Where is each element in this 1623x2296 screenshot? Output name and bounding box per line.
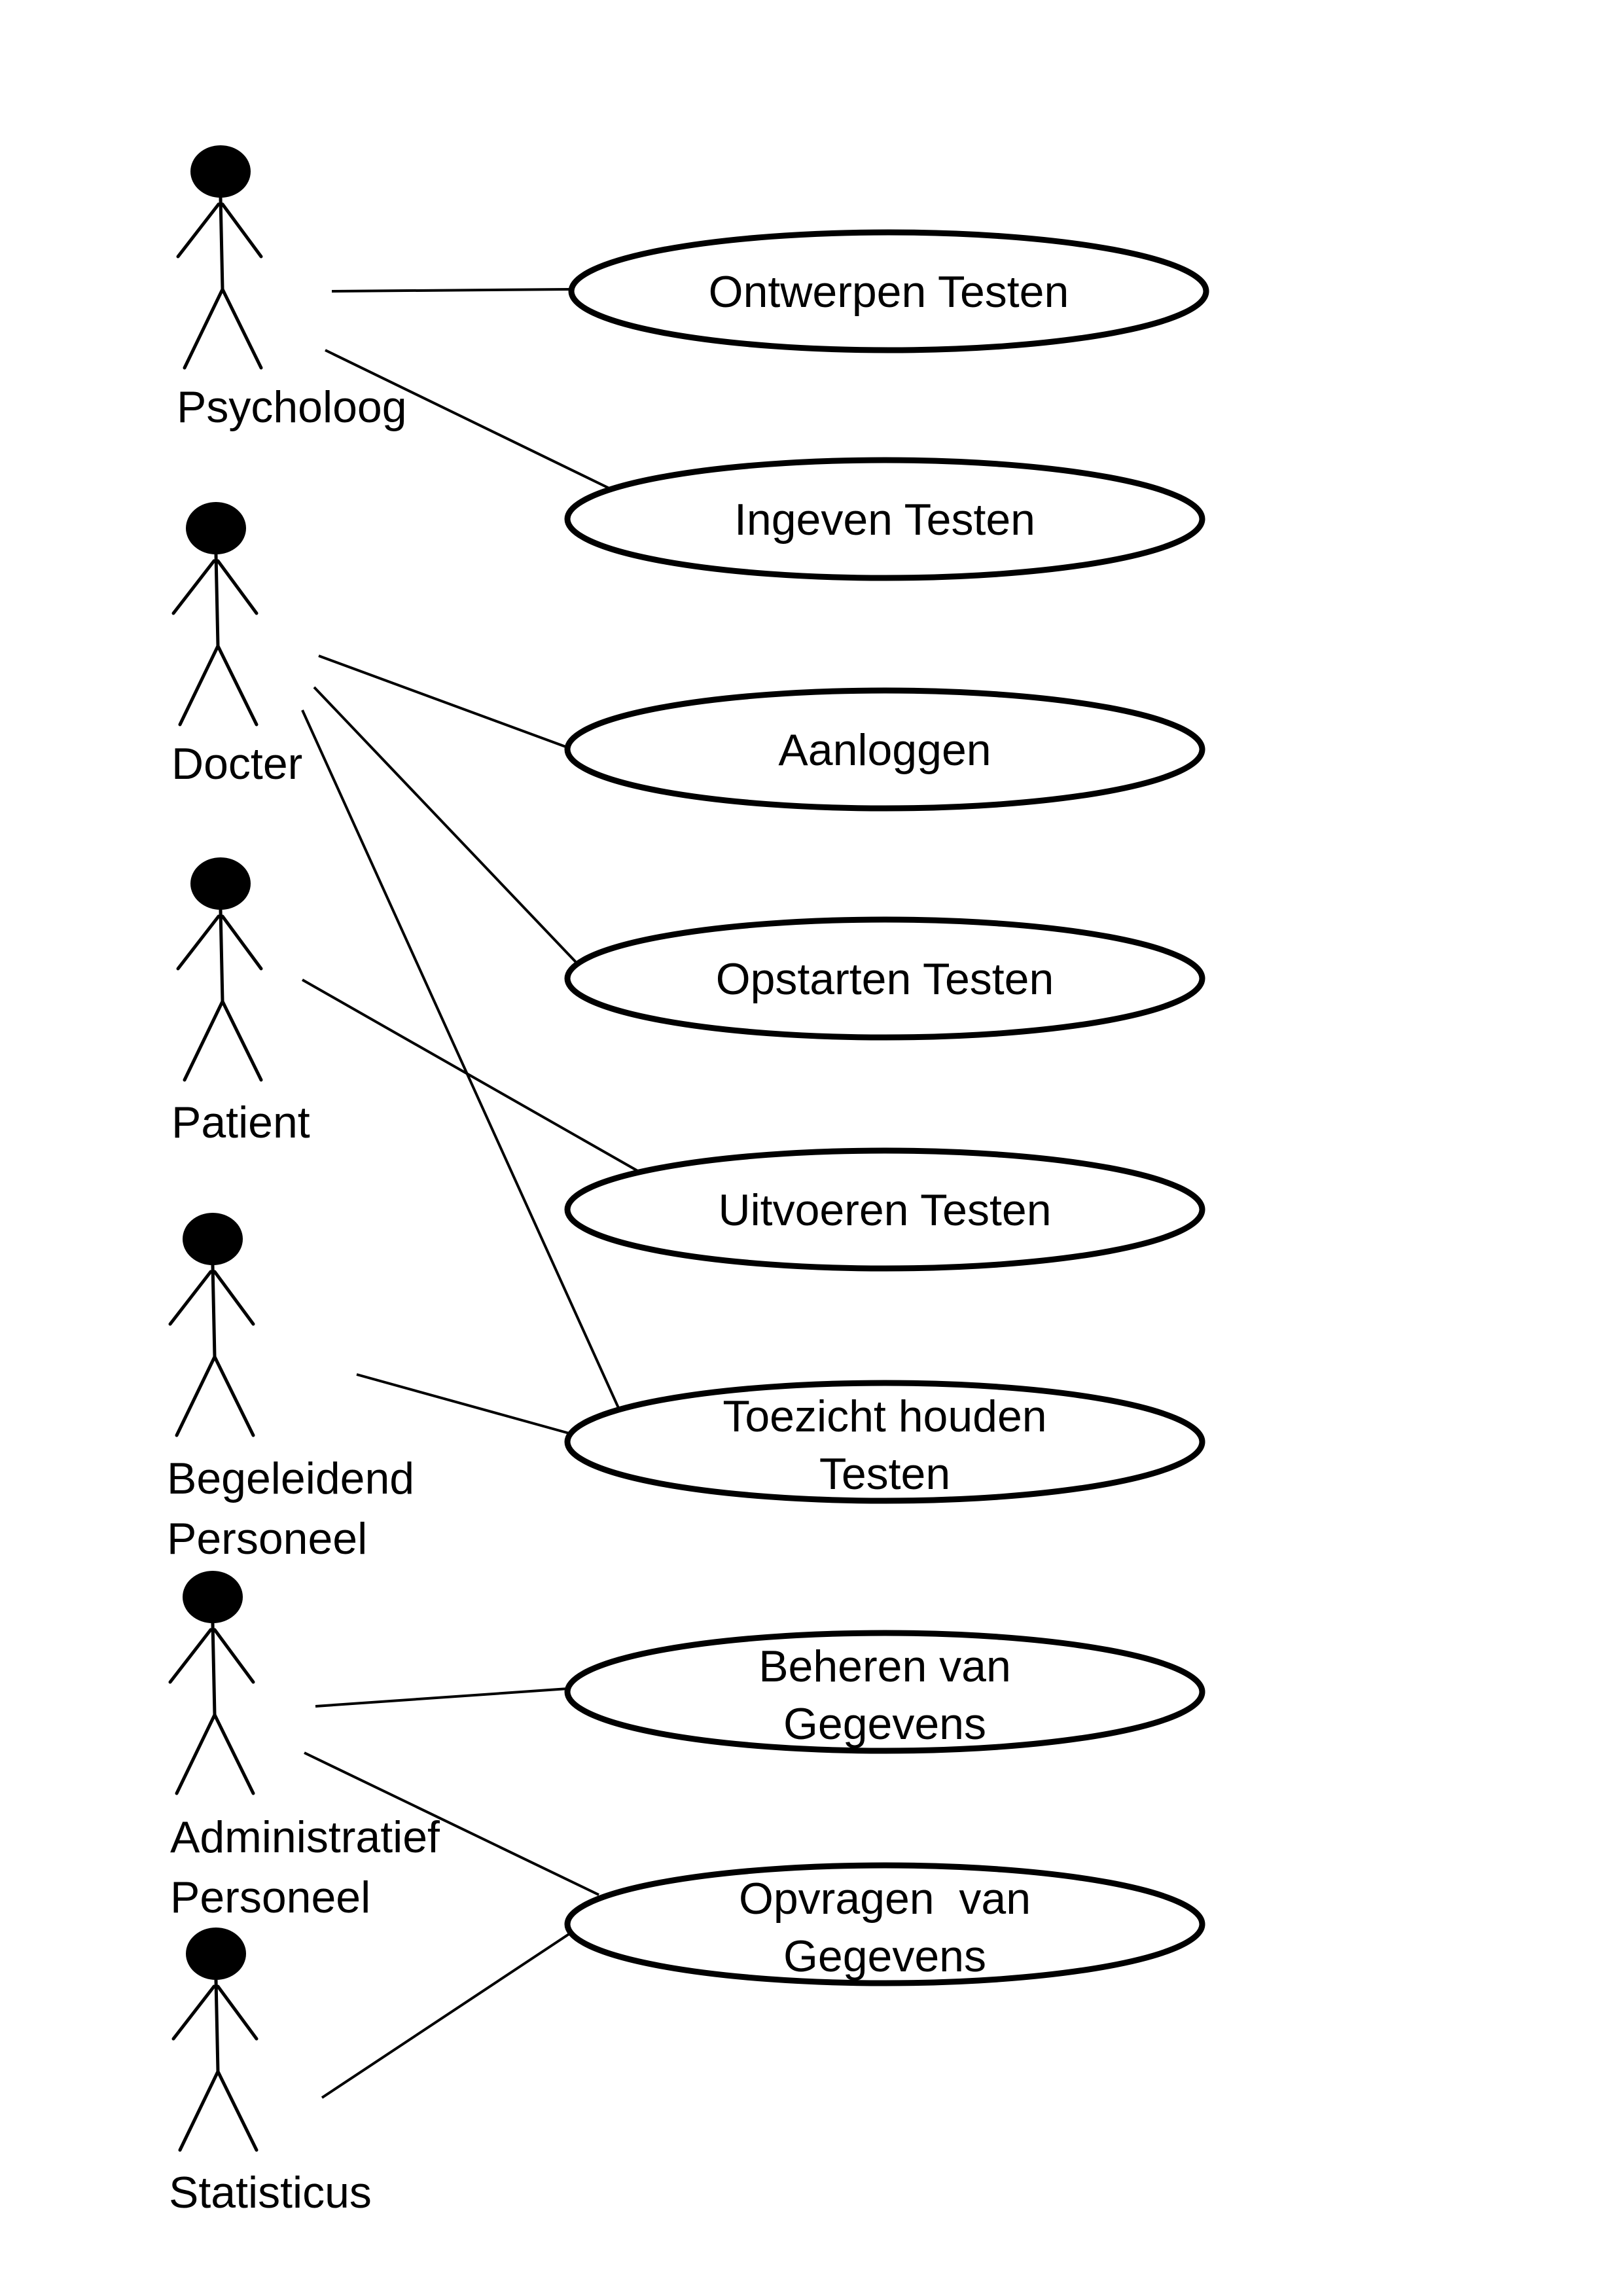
actor-layer: PsycholoogDocterPatientBegeleidendPerson… bbox=[167, 145, 440, 2217]
actor-body bbox=[214, 1978, 220, 2073]
association-line bbox=[321, 1928, 577, 2099]
actor-left-leg bbox=[178, 2070, 220, 2152]
actor-left-leg bbox=[178, 644, 220, 726]
actor-right-leg bbox=[221, 999, 263, 1082]
use-case-label: Toezicht houden bbox=[722, 1391, 1046, 1441]
use-case-label: Gegevens bbox=[783, 1931, 986, 1981]
actor-right-arm bbox=[216, 1984, 259, 2041]
use-case-label: Opstarten Testen bbox=[716, 954, 1054, 1004]
actor-right-leg bbox=[216, 644, 259, 726]
actor-left-leg bbox=[175, 1355, 217, 1437]
use-case-label: Ontwerpen Testen bbox=[709, 267, 1069, 317]
association-line bbox=[301, 709, 623, 1416]
use-case-label: Uitvoeren Testen bbox=[718, 1185, 1051, 1235]
actor-left-arm bbox=[176, 202, 221, 259]
association-line bbox=[304, 1751, 599, 1896]
use-case-ellipse bbox=[564, 457, 1205, 581]
use-case-ingeven-testen[interactable]: Ingeven Testen bbox=[564, 457, 1205, 581]
actor-right-leg bbox=[221, 287, 263, 370]
actor-right-arm bbox=[213, 1270, 255, 1326]
actor-label: Patient bbox=[171, 1098, 310, 1147]
actor-right-leg bbox=[213, 1355, 255, 1437]
actor-label: Personeel bbox=[170, 1873, 370, 1922]
actor-right-arm bbox=[216, 559, 259, 615]
actor-head-icon bbox=[186, 502, 246, 554]
use-case-ellipse bbox=[564, 916, 1205, 1041]
actor-head-icon bbox=[190, 145, 251, 198]
actor-label: Administratief bbox=[170, 1812, 440, 1862]
actor-body bbox=[211, 1263, 217, 1359]
actor-left-arm bbox=[171, 1984, 216, 2041]
actor-head-icon bbox=[186, 1928, 246, 1980]
actor-left-leg bbox=[175, 1713, 217, 1795]
use-case-ellipse bbox=[568, 229, 1209, 353]
actor-right-leg bbox=[216, 2070, 259, 2152]
use-case-ellipse bbox=[564, 687, 1205, 812]
association-line bbox=[302, 978, 645, 1176]
actor-left-arm bbox=[171, 559, 216, 615]
actor-statisticus[interactable]: Statisticus bbox=[169, 1928, 372, 2217]
actor-body bbox=[219, 196, 224, 291]
use-case-ellipse bbox=[564, 1862, 1205, 1986]
use-case-opstarten-testen[interactable]: Opstarten Testen bbox=[564, 916, 1205, 1041]
actor-head-icon bbox=[190, 857, 251, 910]
use-case-ellipse bbox=[564, 1630, 1205, 1754]
actor-left-leg bbox=[183, 999, 224, 1082]
association-line bbox=[325, 349, 613, 491]
actor-left-leg bbox=[183, 287, 224, 370]
use-case-label: Beheren van bbox=[758, 1641, 1011, 1691]
use-case-label: Aanloggen bbox=[778, 725, 991, 775]
use-case-label: Testen bbox=[819, 1449, 950, 1499]
actor-left-arm bbox=[168, 1270, 213, 1326]
association-line bbox=[318, 655, 570, 749]
actor-left-arm bbox=[176, 914, 221, 971]
use-case-ellipse bbox=[564, 1147, 1205, 1272]
actor-right-arm bbox=[213, 1628, 255, 1684]
actor-head-icon bbox=[183, 1213, 243, 1265]
use-case-label: Ingeven Testen bbox=[734, 495, 1035, 545]
use-case-uitvoeren-testen[interactable]: Uitvoeren Testen bbox=[564, 1147, 1205, 1272]
actor-label: Personeel bbox=[167, 1514, 367, 1564]
use-case-label: Opvragen van bbox=[739, 1874, 1031, 1924]
actor-label: Psycholoog bbox=[177, 382, 407, 432]
actor-label: Docter bbox=[171, 739, 302, 789]
actor-docter[interactable]: Docter bbox=[171, 502, 302, 789]
actor-right-arm bbox=[221, 914, 263, 971]
actor-body bbox=[219, 908, 224, 1003]
actor-head-icon bbox=[183, 1571, 243, 1623]
actor-right-leg bbox=[213, 1713, 255, 1795]
use-case-aanloggen[interactable]: Aanloggen bbox=[564, 687, 1205, 812]
actor-psycholoog[interactable]: Psycholoog bbox=[176, 145, 407, 432]
actor-label: Statisticus bbox=[169, 2168, 372, 2217]
association-line bbox=[356, 1373, 570, 1435]
actor-right-arm bbox=[221, 202, 263, 259]
actor-body bbox=[214, 552, 220, 648]
association-line bbox=[313, 686, 577, 963]
use-case-ontwerpen-testen[interactable]: Ontwerpen Testen bbox=[568, 229, 1209, 353]
association-line bbox=[315, 1687, 569, 1708]
use-case-label: Gegevens bbox=[783, 1699, 986, 1749]
use-case-ellipse bbox=[564, 1380, 1205, 1504]
association-layer bbox=[301, 288, 645, 2099]
actor-left-arm bbox=[168, 1628, 213, 1684]
actor-body bbox=[211, 1621, 217, 1717]
actor-patient[interactable]: Patient bbox=[171, 857, 310, 1147]
association-line bbox=[331, 288, 570, 293]
actor-label: Begeleidend bbox=[167, 1454, 414, 1503]
